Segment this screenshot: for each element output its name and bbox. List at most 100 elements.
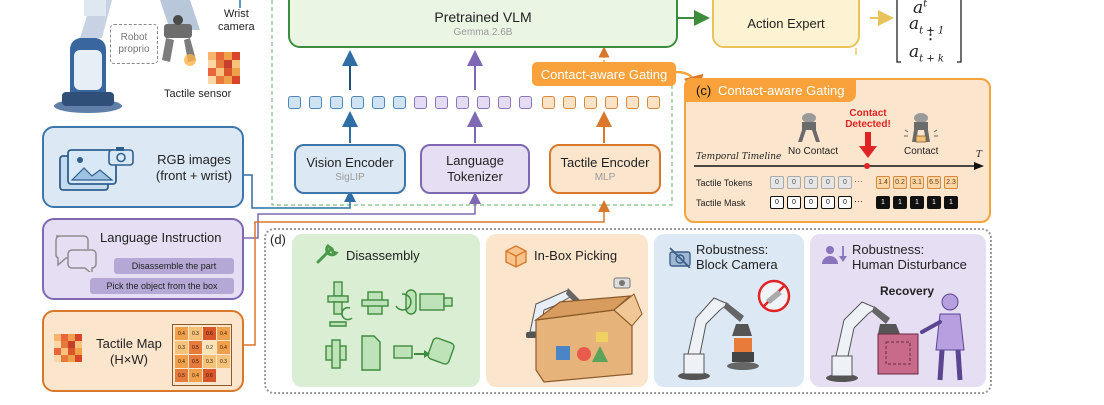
vision-encoder-subtitle: SigLIP xyxy=(335,172,365,183)
tactile-map-cell: 0.3 xyxy=(217,355,230,368)
rgb-images-title: RGB images (front + wrist) xyxy=(155,152,233,183)
embedding-token xyxy=(605,96,618,109)
tactile-map-cell: 0.3 xyxy=(189,327,202,340)
tactile-token-cell: 6.5 xyxy=(927,176,941,189)
tactile-mask-cell: 0 xyxy=(804,196,818,209)
tactile-token-cell: 3.1 xyxy=(910,176,924,189)
tactile-map-cell: 0.4 xyxy=(175,355,188,368)
tactile-mask-cell: 0 xyxy=(821,196,835,209)
panel-disassembly: Disassembly xyxy=(292,234,480,387)
panel-human-disturbance: Robustness: Human Disturbance Recovery xyxy=(810,234,986,387)
language-instruction-box: Language Instruction Disassemble the par… xyxy=(42,218,244,300)
panel-block-camera: Robustness: Block Camera xyxy=(654,234,804,387)
disassembly-title: Disassembly xyxy=(346,248,420,263)
embedding-token xyxy=(393,96,406,109)
panel-d-label: (d) xyxy=(270,232,286,247)
tactile-map-title: Tactile Map (H×W) xyxy=(96,336,162,367)
no-contact-label: No Contact xyxy=(788,146,839,157)
embedding-token xyxy=(519,96,532,109)
action-dots: ⋮ xyxy=(924,28,937,43)
contact-robot-icon xyxy=(904,113,938,143)
language-instruction-title: Language Instruction xyxy=(100,230,222,245)
person-arrow-icon xyxy=(822,246,847,264)
tactile-mask-label: Tactile Mask xyxy=(696,198,746,208)
tactile-mask-cell: 1 xyxy=(910,196,924,209)
tactile-token-cell: 0.2 xyxy=(893,176,907,189)
tactile-map-cell: 0.4 xyxy=(189,369,202,382)
human-disturbance-scene-illustration xyxy=(826,293,965,382)
tactile-sensor-pad xyxy=(208,52,240,84)
gripper-icon xyxy=(160,0,200,62)
tactile-map-cell: 0.4 xyxy=(217,341,230,354)
tactile-mask-cell: 0 xyxy=(838,196,852,209)
vlm-subtitle: Gemma 2.6B xyxy=(453,26,513,38)
no-contact-robot-icon xyxy=(798,113,820,142)
tactile-map-cell: 0.5 xyxy=(175,369,188,382)
embedding-token xyxy=(498,96,511,109)
mask-ellipsis: ··· xyxy=(854,196,863,206)
panel-c-label: (c) xyxy=(696,83,712,98)
tactile-map-cell: 0.5 xyxy=(189,341,202,354)
recovery-label: Recovery xyxy=(880,284,935,298)
vlm-title: Pretrained VLM xyxy=(434,8,532,25)
tactile-encoder-subtitle: MLP xyxy=(594,172,616,183)
panel-c-title: Contact-aware Gating xyxy=(718,83,845,98)
token-row xyxy=(288,96,668,112)
wrench-icon xyxy=(316,244,339,264)
rgb-images-box: RGB images (front + wrist) xyxy=(42,126,244,208)
embedding-token xyxy=(456,96,469,109)
action-vector: at at + 1 ⋮ at + k xyxy=(893,0,965,64)
panel-c-header xyxy=(684,78,856,102)
inbox-title: In-Box Picking xyxy=(534,248,618,263)
action-expert-title: Action Expert xyxy=(747,15,825,31)
embedding-token xyxy=(330,96,343,109)
action-a-tk: at + k xyxy=(909,42,944,65)
wrist-camera-label: Wrist camera xyxy=(218,8,255,33)
image-gallery-icon xyxy=(59,149,117,191)
camera-icon xyxy=(108,147,134,166)
tactile-map-cell: 0.5 xyxy=(189,355,202,368)
panel-inbox-picking: In-Box Picking xyxy=(486,234,648,387)
embedding-token xyxy=(626,96,639,109)
tactile-token-cell: 0 xyxy=(804,176,818,189)
camera-icon xyxy=(613,277,631,289)
contact-label: Contact xyxy=(904,146,939,157)
embedding-token xyxy=(309,96,322,109)
instruction-bubble-2: Pick the object from the box xyxy=(90,278,234,294)
chat-bubbles-icon xyxy=(55,235,97,272)
language-tokenizer-box: Language Tokenizer xyxy=(420,144,530,194)
tactile-mask-cell: 0 xyxy=(787,196,801,209)
tactile-to-encoder-line xyxy=(244,200,610,346)
embedding-token xyxy=(288,96,301,109)
tactile-token-cell: 0 xyxy=(821,176,835,189)
action-vector-brackets xyxy=(896,0,962,63)
language-tokenizer-title: Language Tokenizer xyxy=(446,153,504,184)
tactile-token-cell: 0 xyxy=(787,176,801,189)
tactile-sensor-label: Tactile sensor xyxy=(164,88,232,100)
panel-d-outline xyxy=(264,228,992,394)
timeline-end-label: T xyxy=(976,150,983,160)
tactile-mask-cell: 1 xyxy=(927,196,941,209)
panel-c-contact-gating: (c) Contact-aware Gating No Contact Cont… xyxy=(684,78,991,223)
action-a-t1: at + 1 xyxy=(909,14,945,37)
vision-encoder-title: Vision Encoder xyxy=(306,155,394,170)
action-a-t: at xyxy=(913,0,928,18)
human-disturbance-title: Robustness: Human Disturbance xyxy=(852,242,967,272)
contact-gating-pill: Contact-aware Gating xyxy=(532,62,676,86)
tactile-token-cell: 0 xyxy=(838,176,852,189)
tactile-map-cell: 0.2 xyxy=(203,341,216,354)
tactile-token-cell: 1.4 xyxy=(876,176,890,189)
tactile-tokens-label: Tactile Tokens xyxy=(696,178,753,188)
tokens-ellipsis: ··· xyxy=(854,176,863,186)
tactile-mask-cell: 1 xyxy=(893,196,907,209)
embedding-token xyxy=(647,96,660,109)
vision-encoder-box: Vision Encoder SigLIP xyxy=(294,144,406,194)
tactile-mask-cell: 0 xyxy=(770,196,784,209)
embedding-token xyxy=(435,96,448,109)
pretrained-vlm-box: Pretrained VLM Gemma 2.6B xyxy=(288,0,678,48)
embedding-token xyxy=(414,96,427,109)
